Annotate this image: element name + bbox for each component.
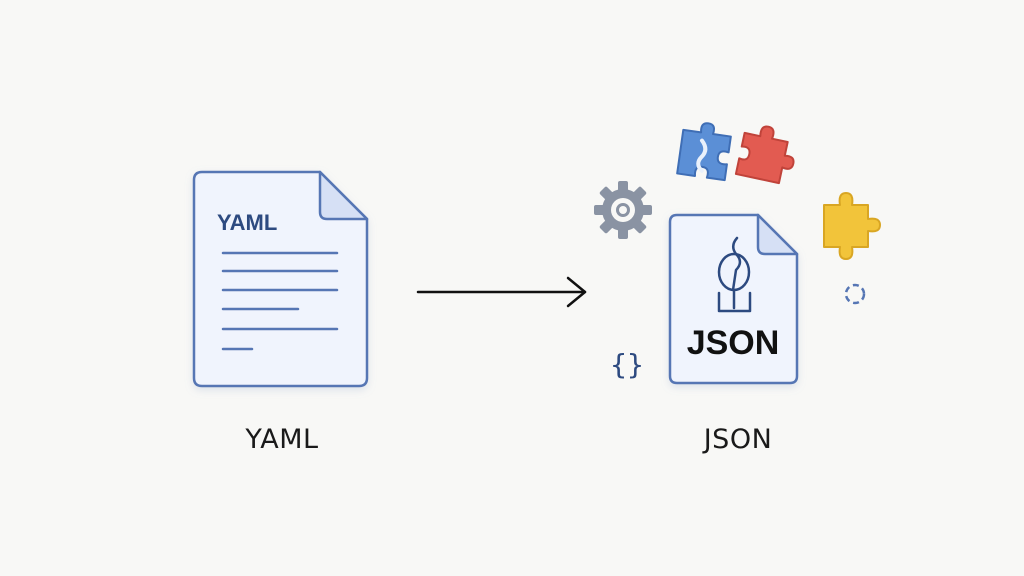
json-swirl-symbol-icon: [717, 236, 752, 313]
red-puzzle-piece-icon: [734, 125, 795, 185]
blue-puzzle-piece-icon: [676, 122, 732, 182]
json-document-heading: JSON: [687, 324, 780, 362]
yellow-puzzle-piece-icon: [823, 192, 881, 260]
yaml-document-heading: YAML: [217, 210, 277, 235]
json-caption: JSON: [703, 424, 773, 455]
yaml-document-icon: [192, 170, 369, 388]
curly-braces-icon: {}: [610, 348, 644, 381]
arrow-right-icon: [416, 276, 587, 308]
yaml-caption: YAML: [245, 424, 319, 455]
yaml-text-lines: [221, 251, 339, 351]
gear-icon: [594, 181, 652, 239]
refresh-icon: [844, 283, 866, 305]
